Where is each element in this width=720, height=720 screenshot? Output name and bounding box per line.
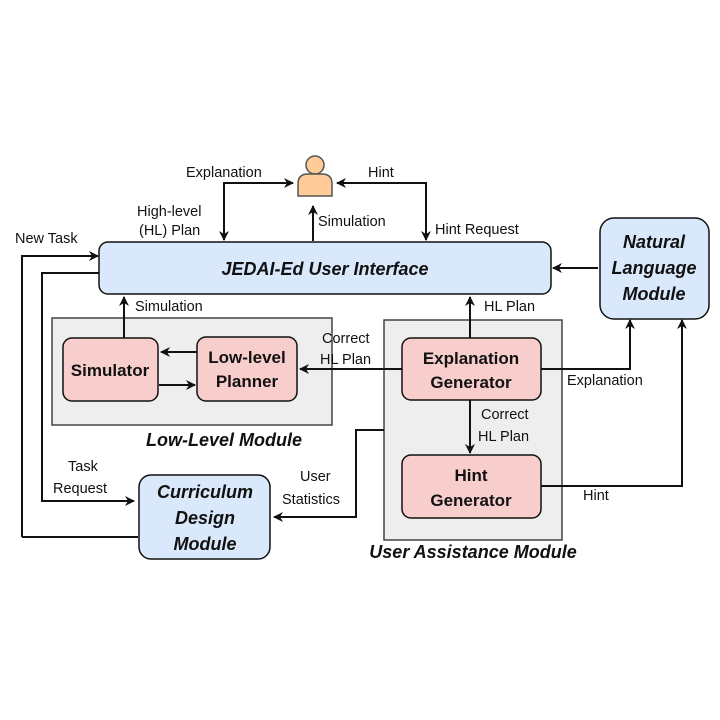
edge-task-request	[41, 272, 135, 506]
label-correct-hint-2: HL Plan	[478, 429, 529, 445]
label-correct-hint-1: Correct	[481, 407, 529, 423]
label-new-task: New Task	[15, 231, 78, 247]
edge-hint-user	[336, 178, 427, 240]
simulator-label: Simulator	[71, 361, 150, 380]
edge-new-task	[21, 251, 99, 537]
curriculum-label-3: Module	[174, 534, 237, 554]
user-assistance-module-title: User Assistance Module	[369, 542, 576, 562]
natural-language-module-box	[599, 217, 710, 320]
nlm-label-3: Module	[623, 284, 686, 304]
low-level-planner-box	[196, 336, 298, 402]
label-hint-user: Hint	[368, 165, 394, 181]
user-interface-label: JEDAI-Ed User Interface	[221, 259, 428, 279]
label-hint-request: Hint Request	[435, 222, 519, 238]
label-correct-planner-1: Correct	[322, 331, 370, 347]
edge-explanation-user	[223, 178, 294, 240]
label-user-statistics-2: Statistics	[282, 492, 340, 508]
label-hint-nlm: Hint	[583, 488, 609, 504]
label-simulation-user: Simulation	[318, 214, 386, 230]
label-simulation-ui: Simulation	[135, 299, 203, 315]
curriculum-label-2: Design	[175, 508, 235, 528]
explgen-label-2: Generator	[430, 373, 512, 392]
label-task-request-1: Task	[68, 459, 99, 475]
label-task-request-2: Request	[53, 481, 107, 497]
planner-label-1: Low-level	[208, 348, 285, 367]
label-explanation-user: Explanation	[186, 165, 262, 181]
label-user-statistics-1: User	[300, 469, 331, 485]
label-explanation-nlm: Explanation	[567, 373, 643, 389]
simulator-box	[62, 337, 159, 402]
edge-explanation-nlm	[541, 319, 635, 370]
hint-generator-box	[401, 454, 542, 519]
user-interface-box	[98, 241, 552, 295]
edge-hint-nlm	[541, 319, 687, 487]
nlm-label-2: Language	[611, 258, 696, 278]
low-level-module-title: Low-Level Module	[146, 430, 302, 450]
edge-user-statistics	[273, 429, 384, 522]
label-correct-planner-2: HL Plan	[320, 352, 371, 368]
person-icon	[297, 155, 333, 197]
curriculum-design-module-box	[138, 474, 271, 560]
curriculum-label-1: Curriculum	[157, 482, 253, 502]
planner-label-2: Planner	[216, 372, 279, 391]
label-hl-plan-2: (HL) Plan	[139, 223, 200, 239]
nlm-label-1: Natural	[623, 232, 686, 252]
hintgen-label-2: Generator	[430, 491, 512, 510]
label-hl-plan-ui: HL Plan	[484, 299, 535, 315]
label-hl-plan-1: High-level	[137, 204, 201, 220]
explanation-generator-box	[401, 337, 542, 401]
explgen-label-1: Explanation	[423, 349, 519, 368]
hintgen-label-1: Hint	[454, 466, 487, 485]
